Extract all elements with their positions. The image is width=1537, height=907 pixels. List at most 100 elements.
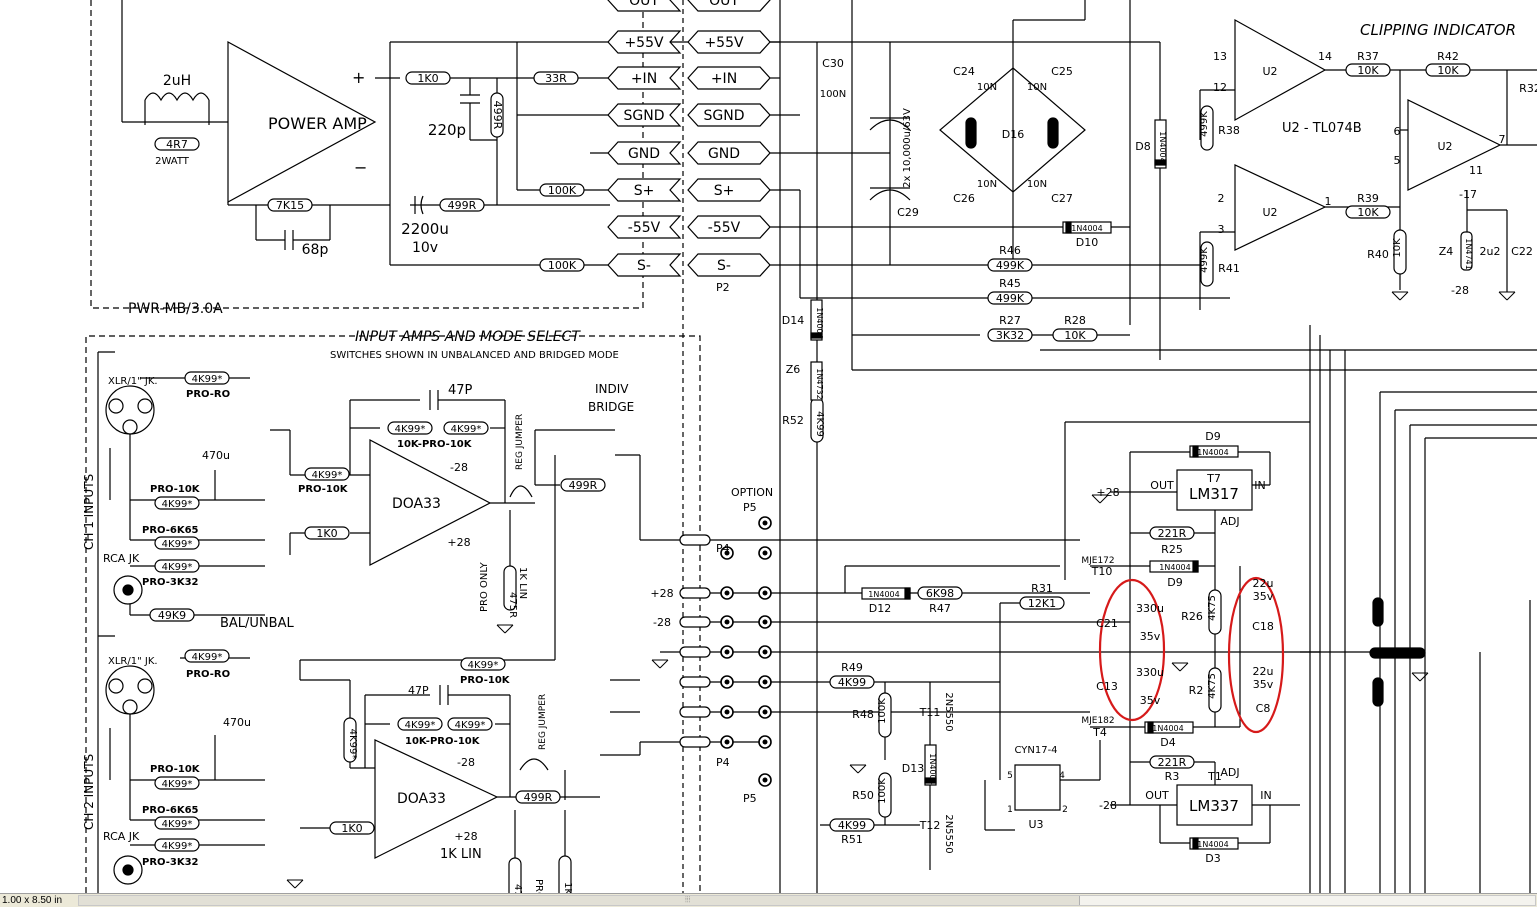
r221-b: 221R [1158,756,1187,769]
rca2-label: RCA JK [103,830,140,843]
z4-part: 1N4741 [1464,238,1473,269]
z4-label: Z4 [1439,245,1454,258]
r-49k9: 49K9 [158,609,186,622]
c13-voltage: 35v [1140,694,1161,707]
minus-28-d: -28 [653,616,671,629]
c30-value: 100N [820,89,847,100]
pin-right-out: OUT [709,0,739,9]
r39-label: R39 [1357,192,1379,205]
indiv-label: INDIV [595,382,629,396]
c25-value: 10N [1027,82,1047,93]
r-4k99-s-1: 4K99* [192,374,223,385]
c13-value: 330u [1136,666,1164,679]
pin-left-p55: +55V [624,35,664,51]
c470u-1: 470u [202,449,230,462]
in-2: IN [1260,789,1271,802]
d10-part: 1N4004 [1071,224,1102,233]
r25-label: R25 [1161,543,1183,556]
c47p-2: 47P [408,684,429,697]
pro-6k65-2: PRO-6K65 [142,805,199,816]
c8-value: 22u [1253,665,1274,678]
c8-label: C8 [1256,702,1271,715]
pin-right-m55: -55V [708,220,741,236]
out-1: OUT [1150,479,1174,492]
d10-label: D10 [1076,236,1098,249]
pro-6k65-1: PRO-6K65 [142,525,199,536]
tenk-pro-1: 10K-PRO-10K [397,439,473,450]
doa33-2: DOA33 [397,791,446,807]
r38-value: 499K [1199,111,1210,137]
ch2-inputs: CH 2 INPUTS [82,754,96,830]
pro-3k32-2: PRO-3K32 [142,857,199,868]
r46-label: R46 [999,244,1021,257]
z6-part: 1N4732 [815,368,824,399]
r-4k99-s-14: 4K99* [455,720,486,731]
minus-sign: − [354,158,367,177]
scrollbar-thumb[interactable]: ⦙⦙⦙ [79,895,1080,905]
r50-value: 100K [877,778,888,804]
r49-value: 4K99 [838,676,866,689]
d16-label: D16 [1002,128,1024,141]
d12-part: 1N4004 [868,590,899,599]
t7-label: T7 [1206,472,1221,485]
pot-1k-lin-1: 1K LIN [517,567,528,599]
t11-part: 2N5550 [943,692,954,731]
r3-label: R3 [1165,770,1180,783]
minus-28-c: -28 [457,756,475,769]
r41-value: 499K [1199,247,1210,273]
u2c-label: U2 [1437,140,1452,153]
d9-part-b: 1N4004 [1159,563,1190,572]
minus-28-b: -28 [450,461,468,474]
c26-label: C26 [953,192,975,205]
r-4k99-s-6: 4K99* [451,424,482,435]
d14-label: D14 [782,314,804,327]
pin-3: 3 [1218,223,1225,236]
plus-28-c: +28 [650,587,673,600]
p5-a: P5 [743,501,757,514]
r32-label: R32 [1519,82,1537,95]
p4-a: P4 [716,542,730,555]
u2b-label: U2 [1262,206,1277,219]
r28-value: 10K [1064,329,1086,342]
r-100k-a: 100K [548,184,577,197]
c18-label: C18 [1252,620,1274,633]
t11-label: T11 [919,706,941,719]
v-10: 10v [412,240,438,256]
plus-28-a: +28 [447,536,470,549]
rca1-label: RCA JK [103,552,140,565]
c21-value: 330u [1136,602,1164,615]
d8-label: D8 [1135,140,1150,153]
plus-28-b: +28 [454,830,477,843]
u3-pin-4: 4 [1059,771,1065,781]
r42-label: R42 [1437,50,1459,63]
pin-left-out: OUT [629,0,659,9]
u3-pin-1: 1 [1007,805,1013,815]
horizontal-scrollbar[interactable]: ⦙⦙⦙ [78,895,1536,906]
c8-voltage: 35v [1253,678,1274,691]
r51-value: 4K99 [838,819,866,832]
r42-value: 10K [1437,64,1459,77]
r26-value: 4K75 [1207,595,1218,621]
r31-label: R31 [1031,582,1053,595]
t12-label: T12 [919,819,941,832]
pro-ro-2: PRO-RO [186,669,230,680]
minus-17: -17 [1459,188,1477,201]
p5-b: P5 [743,792,757,805]
r-1k0-b: 1K0 [316,527,337,540]
c21-voltage: 35v [1140,630,1161,643]
r-4k99-s-5: 4K99* [395,424,426,435]
bal-unbal-label: BAL/UNBAL [220,616,294,631]
c18-voltage: 35v [1253,590,1274,603]
r48-value: 100K [877,698,888,724]
z6-label: Z6 [786,363,801,376]
pot-1k-lin-2: 1K LIN [440,847,482,862]
u2-part: U2 - TL074B [1282,121,1362,136]
u2a-label: U2 [1262,65,1277,78]
c18-value: 22u [1253,577,1274,590]
r52-label: R52 [782,414,804,427]
pin-12: 12 [1213,81,1227,94]
pro-3k32-1: PRO-3K32 [142,577,199,588]
r-4k99-s-13: 4K99* [405,720,436,731]
inductor-value: 2uH [163,73,191,89]
pro-10k-1: PRO-10K [150,484,201,495]
